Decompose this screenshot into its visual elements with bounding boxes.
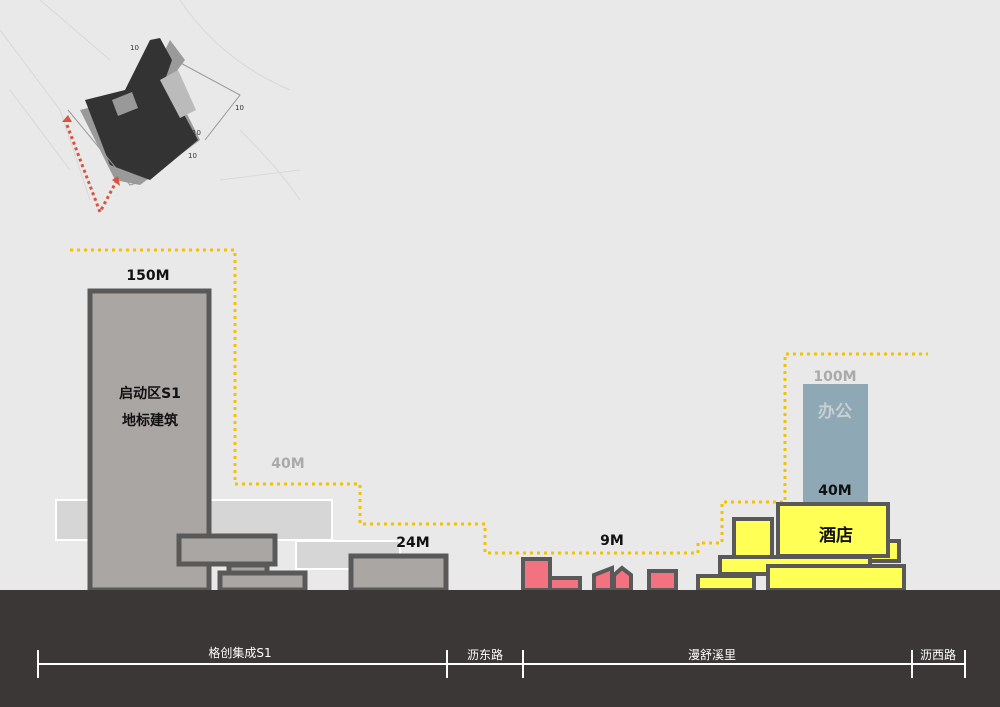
hotel-buildings <box>696 502 906 592</box>
village-height-label: 9M <box>600 533 624 549</box>
dim-label: 10 <box>130 44 139 52</box>
ground <box>0 590 1000 707</box>
tower-name-1: 启动区S1 <box>119 385 181 402</box>
scale-bar <box>37 650 966 678</box>
segment-label: 沥西路 <box>920 647 956 662</box>
dim-label: 10 <box>118 144 127 152</box>
hotel-name: 酒店 <box>819 525 853 546</box>
segment-label: 格创集成S1 <box>208 645 271 660</box>
dim-label: 10 <box>188 152 197 160</box>
landmark-tower <box>87 288 449 593</box>
skyline-line <box>70 248 928 555</box>
dim-label: 10 <box>235 104 244 112</box>
tower-height-label: 150M <box>126 268 169 284</box>
dimension-labels: 10 10 10 10 10 <box>118 44 244 160</box>
mid-height-label: 40M <box>271 456 304 472</box>
dim-label: 10 <box>192 129 201 137</box>
hotel-height-label: 40M <box>818 483 851 499</box>
village-buildings <box>521 557 678 592</box>
office-height-label: 100M <box>813 369 856 385</box>
site-plan: 10 10 10 10 10 <box>0 0 301 216</box>
segment-label: 漫舒溪里 <box>688 648 736 662</box>
view-arrow-icon <box>65 124 118 216</box>
tower-name-2: 地标建筑 <box>122 412 178 429</box>
office-tower <box>803 384 868 503</box>
low-height-label: 24M <box>396 535 429 551</box>
segment-label: 沥东路 <box>467 647 503 662</box>
office-name: 办公 <box>818 401 852 422</box>
